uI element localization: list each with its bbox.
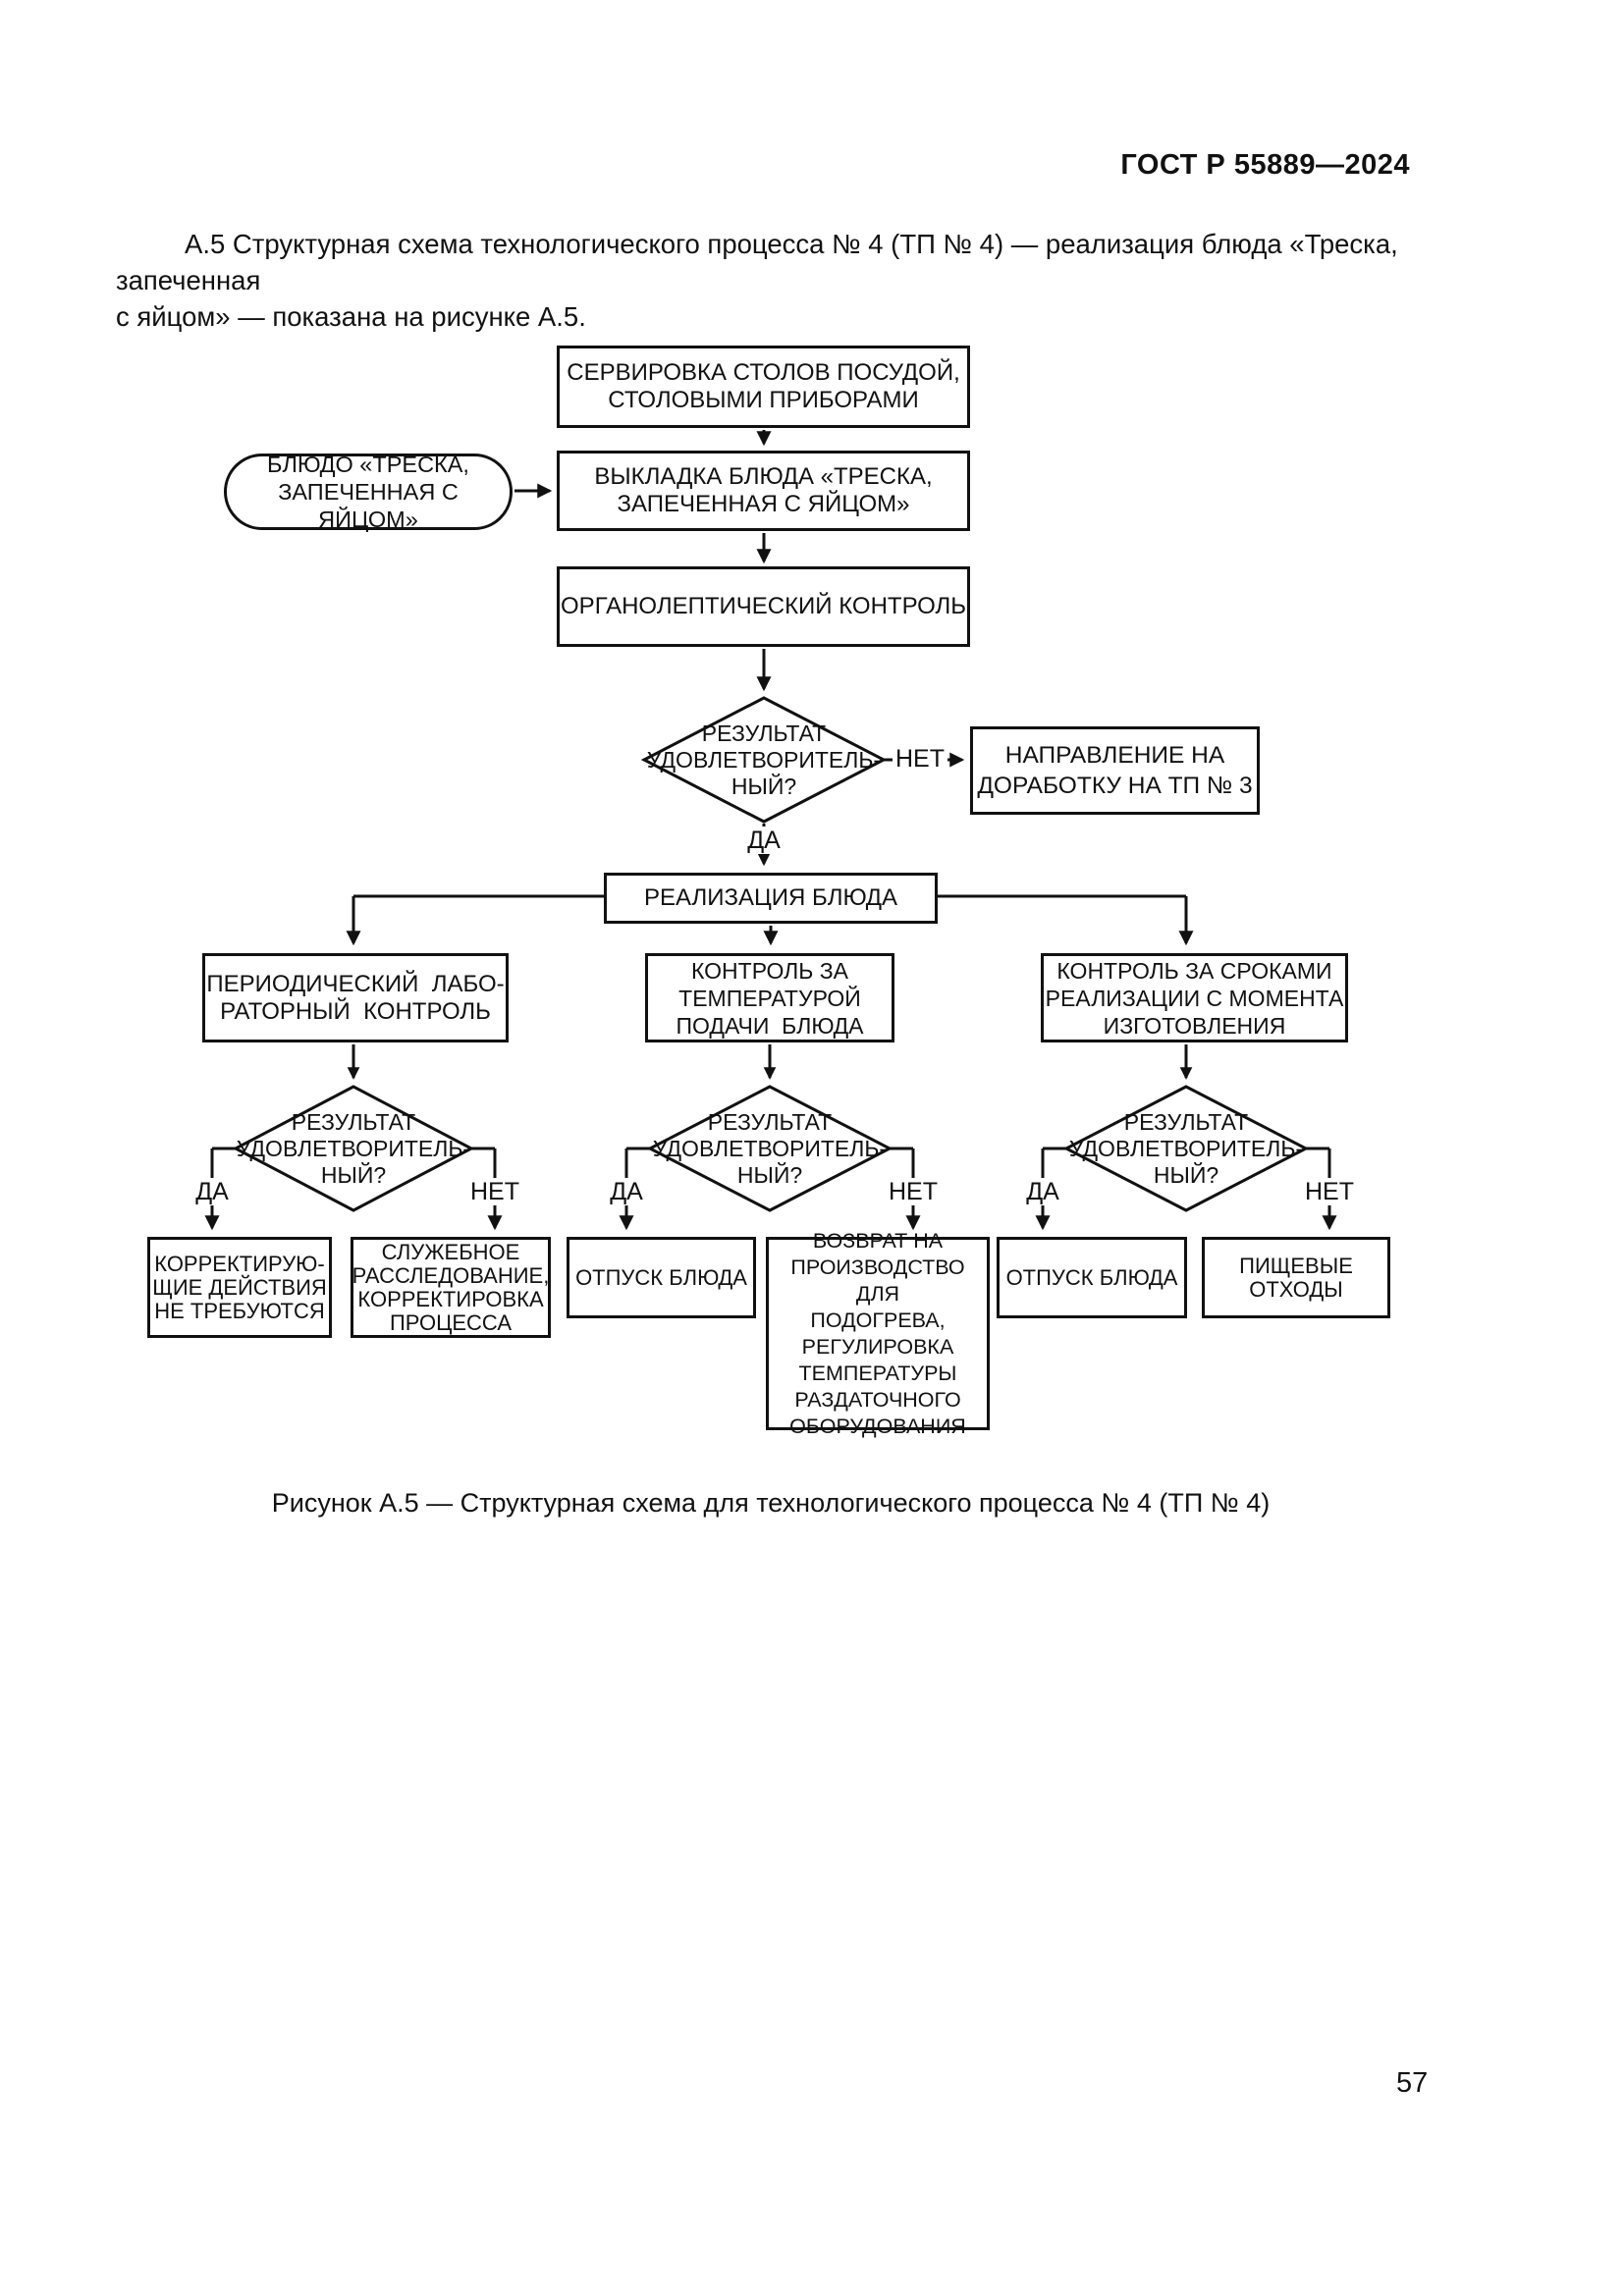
- node-shelf-life-control: КОНТРОЛЬ ЗА СРОКАМИ РЕАЛИЗАЦИИ С МОМЕНТА…: [1041, 953, 1348, 1042]
- decision-left-text: РЕЗУЛЬТАТ УДОВЛЕТВОРИТЕЛЬ- НЫЙ?: [236, 1108, 471, 1188]
- node-rework: НАПРАВЛЕНИЕ НА ДОРАБОТКУ НА ТП № 3: [970, 726, 1260, 815]
- label-yes-right: ДА: [1021, 1178, 1064, 1205]
- node-table-setting: СЕРВИРОВКА СТОЛОВ ПОСУДОЙ, СТОЛОВЫМИ ПРИ…: [557, 346, 970, 428]
- figure-caption: Рисунок А.5 — Структурная схема для техн…: [271, 1488, 1271, 1518]
- node-dish-layout: ВЫКЛАДКА БЛЮДА «ТРЕСКА, ЗАПЕЧЕННАЯ С ЯЙЦ…: [557, 451, 970, 531]
- decision-diamond-right: [1062, 1085, 1310, 1212]
- decision-diamond-left: [232, 1085, 475, 1212]
- node-return-to-production: ВОЗВРАТ НА ПРОИЗВОДСТВО ДЛЯ ПОДОГРЕВА, Р…: [766, 1229, 990, 1438]
- node-dish-sale: РЕАЛИЗАЦИЯ БЛЮДА: [604, 873, 938, 924]
- node-temperature-control: КОНТРОЛЬ ЗА ТЕМПЕРАТУРОЙ ПОДАЧИ БЛЮДА: [645, 953, 894, 1042]
- label-no-left: НЕТ: [467, 1178, 522, 1205]
- node-lab-control: ПЕРИОДИЧЕСКИЙ ЛАБО- РАТОРНЫЙ КОНТРОЛЬ: [202, 953, 509, 1042]
- label-yes-middle: ДА: [605, 1178, 648, 1205]
- label-yes-left: ДА: [190, 1178, 234, 1205]
- decision-right-text: РЕЗУЛЬТАТ УДОВЛЕТВОРИТЕЛЬ- НЫЙ?: [1068, 1108, 1304, 1188]
- decision-main-text: РЕЗУЛЬТАТ УДОВЛЕТВОРИТЕЛЬ- НЫЙ?: [646, 720, 882, 799]
- decision-diamond-middle: [646, 1085, 893, 1212]
- intro-paragraph: А.5 Структурная схема технологического п…: [116, 229, 1398, 332]
- label-no-middle: НЕТ: [886, 1178, 941, 1205]
- decision-diamond-main: [640, 696, 888, 824]
- node-investigation: СЛУЖЕБНОЕ РАССЛЕДОВАНИЕ, КОРРЕКТИРОВКА П…: [351, 1237, 551, 1338]
- decision-middle-text: РЕЗУЛЬТАТ УДОВЛЕТВОРИТЕЛЬ- НЫЙ?: [652, 1108, 888, 1188]
- node-dish-release-1: ОТПУСК БЛЮДА: [567, 1237, 756, 1318]
- node-organoleptic-control: ОРГАНОЛЕПТИЧЕСКИЙ КОНТРОЛЬ: [557, 566, 970, 647]
- node-food-waste: ПИЩЕВЫЕ ОТХОДЫ: [1202, 1237, 1390, 1318]
- page-header: ГОСТ Р 55889—2024: [1120, 149, 1410, 181]
- label-yes-main: ДА: [742, 827, 785, 854]
- node-no-corrective-actions: КОРРЕКТИРУЮ- ЩИЕ ДЕЙСТВИЯ НЕ ТРЕБУЮТСЯ: [147, 1237, 332, 1338]
- node-dish-input: БЛЮДО «ТРЕСКА, ЗАПЕЧЕННАЯ С ЯЙЦОМ»: [224, 452, 513, 532]
- node-dish-release-2: ОТПУСК БЛЮДА: [997, 1237, 1187, 1318]
- label-no-main: НЕТ: [893, 745, 947, 773]
- label-no-right: НЕТ: [1302, 1178, 1357, 1205]
- page-number: 57: [1396, 2067, 1429, 2099]
